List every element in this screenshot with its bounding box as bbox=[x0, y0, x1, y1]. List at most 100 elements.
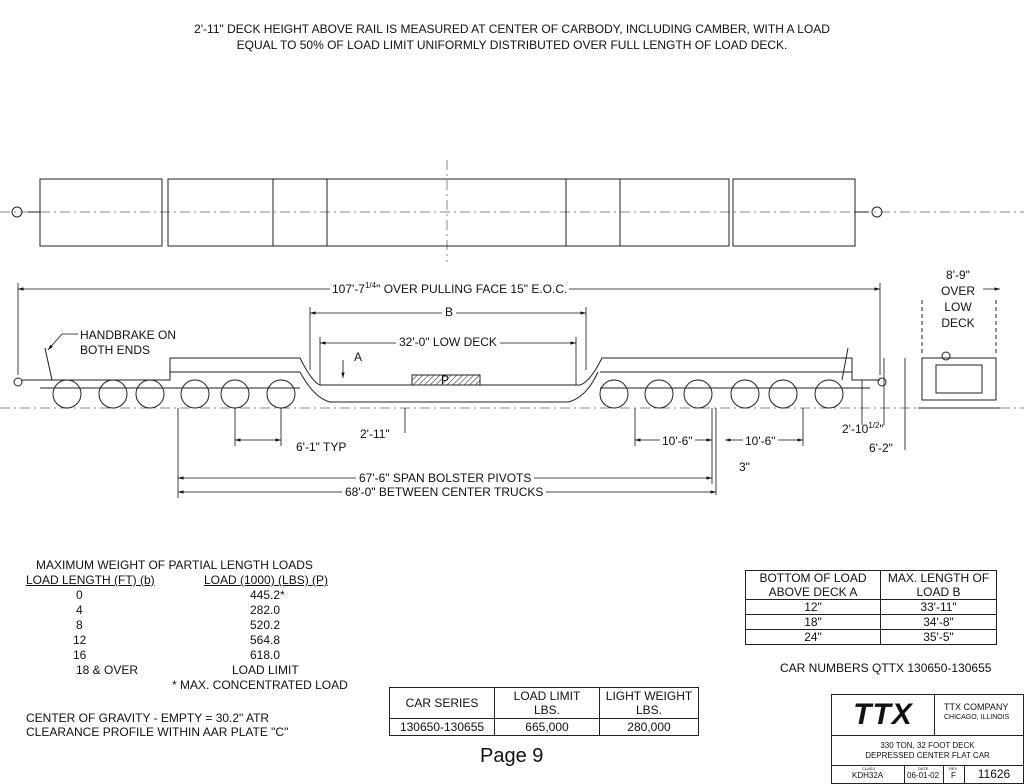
partial-load-value: 564.8 bbox=[250, 633, 281, 647]
overall-length-label: 107'-71/4" OVER PULLING FACE 15" E.O.C. bbox=[330, 281, 570, 296]
deck-a-header-line-1: BOTTOM OF LOAD bbox=[759, 571, 867, 585]
title-divider bbox=[832, 735, 1023, 736]
class-value: KDH32A bbox=[852, 771, 884, 780]
deck-a-value: 12" bbox=[745, 599, 881, 615]
company-city: CHICAGO, ILLINOIS bbox=[944, 714, 1010, 721]
partial-load-value: 445.2* bbox=[250, 588, 285, 602]
height-1-fraction: 1/2 bbox=[868, 421, 880, 430]
deck-height-label: 2'-11" bbox=[360, 427, 390, 441]
plan-view bbox=[0, 160, 1024, 262]
load-limit-header: LOAD LIMIT LBS. bbox=[494, 687, 600, 719]
partial-loads-title: MAXIMUM WEIGHT OF PARTIAL LENGTH LOADS bbox=[36, 558, 313, 572]
deck-table-row: 24" 35'-5" bbox=[745, 629, 997, 645]
deck-b-header: MAX. LENGTH OF LOAD B bbox=[880, 570, 997, 600]
deck-a-header-line-2: ABOVE DECK A bbox=[768, 585, 858, 599]
deck-a-header: BOTTOM OF LOAD ABOVE DECK A bbox=[745, 570, 881, 600]
title-bottom-row: CLASS KDH32A DATE 06-01-02 REV F 11626 bbox=[832, 765, 1023, 783]
handbrake-note-line-2: BOTH ENDS bbox=[80, 343, 151, 357]
end-view-line-2: OVER bbox=[933, 284, 983, 298]
axle-spacing-label: 6'-1" TYP bbox=[296, 440, 347, 454]
partial-loads-col-1: LOAD LENGTH (FT) (b) bbox=[26, 573, 155, 587]
height-2-label: 6'-2" bbox=[869, 441, 893, 455]
car-series-table: CAR SERIES LOAD LIMIT LBS. LIGHT WEIGHT … bbox=[389, 687, 699, 736]
cg-note-line-1: CENTER OF GRAVITY - EMPTY = 30.2" ATR bbox=[26, 711, 270, 725]
partial-load-value: 618.0 bbox=[250, 648, 281, 662]
load-p-marker: P bbox=[441, 373, 450, 387]
rev-value: F bbox=[951, 771, 956, 780]
deck-table-row: 18" 34'-8" bbox=[745, 614, 997, 630]
height-1-value: 2'-10 bbox=[842, 422, 869, 436]
low-deck-label: 32'-0" LOW DECK bbox=[396, 335, 500, 349]
height-1-label: 2'-101/2" bbox=[842, 421, 884, 436]
partial-load-length: 18 & OVER bbox=[76, 663, 139, 677]
partial-load-value: 282.0 bbox=[250, 603, 281, 617]
drawing-number: 11626 bbox=[977, 767, 1011, 781]
partial-load-length: 4 bbox=[76, 603, 83, 617]
wheels-left bbox=[52, 379, 296, 409]
title-desc-line-2: DEPRESSED CENTER FLAT CAR bbox=[865, 751, 990, 760]
light-weight-header-line-1: LIGHT WEIGHT bbox=[605, 689, 693, 703]
car-series-header: CAR SERIES bbox=[389, 687, 495, 719]
handbrake-note-line-1: HANDBRAKE ON bbox=[80, 328, 177, 342]
car-series-value: 130650-130655 bbox=[389, 718, 495, 736]
span-bolster-label: 67'-6" SPAN BOLSTER PIVOTS bbox=[356, 471, 535, 485]
title-block: TTX TTX COMPANY CHICAGO, ILLINOIS 330 TO… bbox=[831, 694, 1024, 784]
deck-a-value: 24" bbox=[745, 629, 881, 645]
rev-label: REV bbox=[949, 766, 958, 771]
company-name: TTX COMPANY bbox=[944, 702, 1009, 712]
between-trucks-label: 68'-0" BETWEEN CENTER TRUCKS bbox=[342, 485, 547, 499]
light-weight-value: 280,000 bbox=[599, 718, 699, 736]
header-note-line-2: EQUAL TO 50% OF LOAD LIMIT UNIFORMLY DIS… bbox=[236, 38, 788, 52]
deck-b-value: 34'-8" bbox=[880, 614, 997, 630]
end-view-line-1: 8'-9" bbox=[946, 268, 970, 282]
truck-spacing-1-label: 10'-6" bbox=[660, 434, 695, 448]
deck-table-row: 12" 33'-11" bbox=[745, 599, 997, 615]
dim-b-label: B bbox=[442, 305, 457, 319]
partial-loads-footnote: * MAX. CONCENTRATED LOAD bbox=[172, 678, 348, 692]
light-weight-header-line-2: LBS. bbox=[635, 703, 662, 717]
overall-length-fraction: 1/4 bbox=[364, 281, 377, 290]
date-label: DATE bbox=[918, 766, 929, 771]
overall-length-tail: " OVER PULLING FACE 15" E.O.C. bbox=[376, 282, 568, 296]
cg-note-line-2: CLEARANCE PROFILE WITHIN AAR PLATE "C" bbox=[26, 725, 289, 739]
page-label: Page 9 bbox=[480, 745, 544, 767]
light-weight-header: LIGHT WEIGHT LBS. bbox=[599, 687, 699, 719]
partial-load-value: LOAD LIMIT bbox=[232, 663, 299, 677]
deck-a-value: 18" bbox=[745, 614, 881, 630]
end-view-line-4: DECK bbox=[941, 316, 975, 330]
dimension-lines bbox=[17, 283, 1000, 498]
end-view-line-3: LOW bbox=[944, 300, 972, 314]
rev-cell: REV F bbox=[944, 766, 965, 783]
car-series-header-row: CAR SERIES LOAD LIMIT LBS. LIGHT WEIGHT … bbox=[389, 687, 699, 719]
car-series-row: 130650-130655 665,000 280,000 bbox=[389, 718, 699, 736]
deck-table-header-row: BOTTOM OF LOAD ABOVE DECK A MAX. LENGTH … bbox=[745, 570, 997, 600]
ttx-logo: TTX bbox=[832, 695, 935, 736]
partial-load-length: 12 bbox=[73, 633, 87, 647]
rail-gap-label: 3" bbox=[739, 460, 750, 474]
header-note-line-1: 2'-11" DECK HEIGHT ABOVE RAIL IS MEASURE… bbox=[194, 22, 830, 36]
class-cell: CLASS KDH32A bbox=[832, 766, 905, 783]
car-numbers: CAR NUMBERS QTTX 130650-130655 bbox=[780, 661, 992, 675]
deck-b-header-line-1: MAX. LENGTH OF bbox=[887, 571, 990, 585]
title-desc-line-1: 330 TON, 32 FOOT DECK bbox=[880, 741, 975, 750]
height-1-tail: " bbox=[879, 422, 884, 436]
partial-load-length: 8 bbox=[76, 618, 83, 632]
load-limit-header-line-1: LOAD LIMIT bbox=[513, 689, 581, 703]
dim-a-label: A bbox=[354, 350, 363, 364]
class-label: CLASS bbox=[862, 766, 876, 771]
load-limit-value: 665,000 bbox=[494, 718, 600, 736]
truck-spacing-2-label: 10'-6" bbox=[743, 434, 778, 448]
handbrake-leader bbox=[47, 333, 78, 351]
deck-b-value: 33'-11" bbox=[880, 599, 997, 615]
deck-b-header-line-2: LOAD B bbox=[916, 585, 961, 599]
deck-table: BOTTOM OF LOAD ABOVE DECK A MAX. LENGTH … bbox=[745, 570, 997, 645]
wheels-right bbox=[599, 379, 844, 409]
partial-load-length: 0 bbox=[76, 588, 83, 602]
partial-load-value: 520.2 bbox=[250, 618, 281, 632]
date-value: 06-01-02 bbox=[907, 771, 940, 780]
date-cell: DATE 06-01-02 bbox=[905, 766, 944, 783]
overall-length-value: 107'-7 bbox=[332, 282, 365, 296]
side-elevation bbox=[0, 347, 1024, 409]
load-limit-header-line-2: LBS. bbox=[533, 703, 560, 717]
deck-b-value: 35'-5" bbox=[880, 629, 997, 645]
